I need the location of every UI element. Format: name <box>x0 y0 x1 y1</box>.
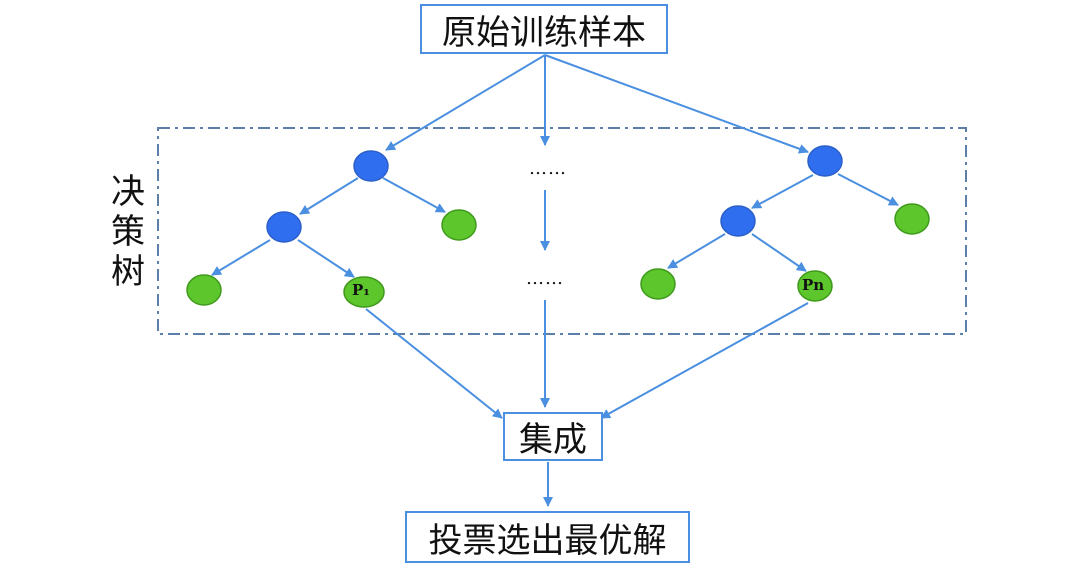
treen-leaf-node <box>640 268 676 300</box>
vote-best-solution-box: 投票选出最优解 <box>405 511 690 563</box>
decision-tree-frame <box>157 127 967 335</box>
ellipsis-bottom: …… <box>526 268 564 289</box>
treen-root-node <box>807 145 843 177</box>
top-box-label: 原始训练样本 <box>442 12 646 53</box>
tree1-root-node <box>353 150 389 182</box>
leaf-label-pn: Pn <box>802 276 825 294</box>
ensemble-box: 集成 <box>503 412 603 461</box>
tree1-leaf-node <box>441 209 477 241</box>
decision-tree-label: 决策树 <box>111 172 145 292</box>
treen-internal-node <box>720 205 756 237</box>
tree1-leaf-node <box>186 274 222 306</box>
original-training-samples-box: 原始训练样本 <box>420 4 668 54</box>
bottom-box-label: 投票选出最优解 <box>428 520 667 561</box>
ensemble-label: 集成 <box>519 420 587 460</box>
tree1-leaf-p1 <box>343 276 385 308</box>
leaf-label-p1: P₁ <box>352 281 370 299</box>
ellipsis-top: …… <box>529 158 567 179</box>
arrows <box>211 54 899 507</box>
treen-leaf-node <box>894 203 930 235</box>
treen-leaf-pn <box>797 270 833 302</box>
tree1-internal-node <box>266 211 302 243</box>
